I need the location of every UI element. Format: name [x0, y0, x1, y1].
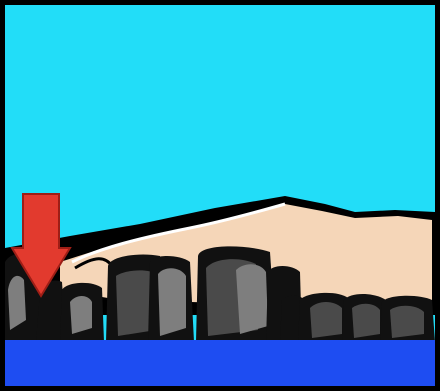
rock — [148, 256, 194, 342]
rock — [298, 293, 350, 342]
rock — [380, 296, 435, 342]
sea — [5, 340, 435, 386]
rock — [196, 246, 276, 342]
rock — [60, 283, 104, 342]
